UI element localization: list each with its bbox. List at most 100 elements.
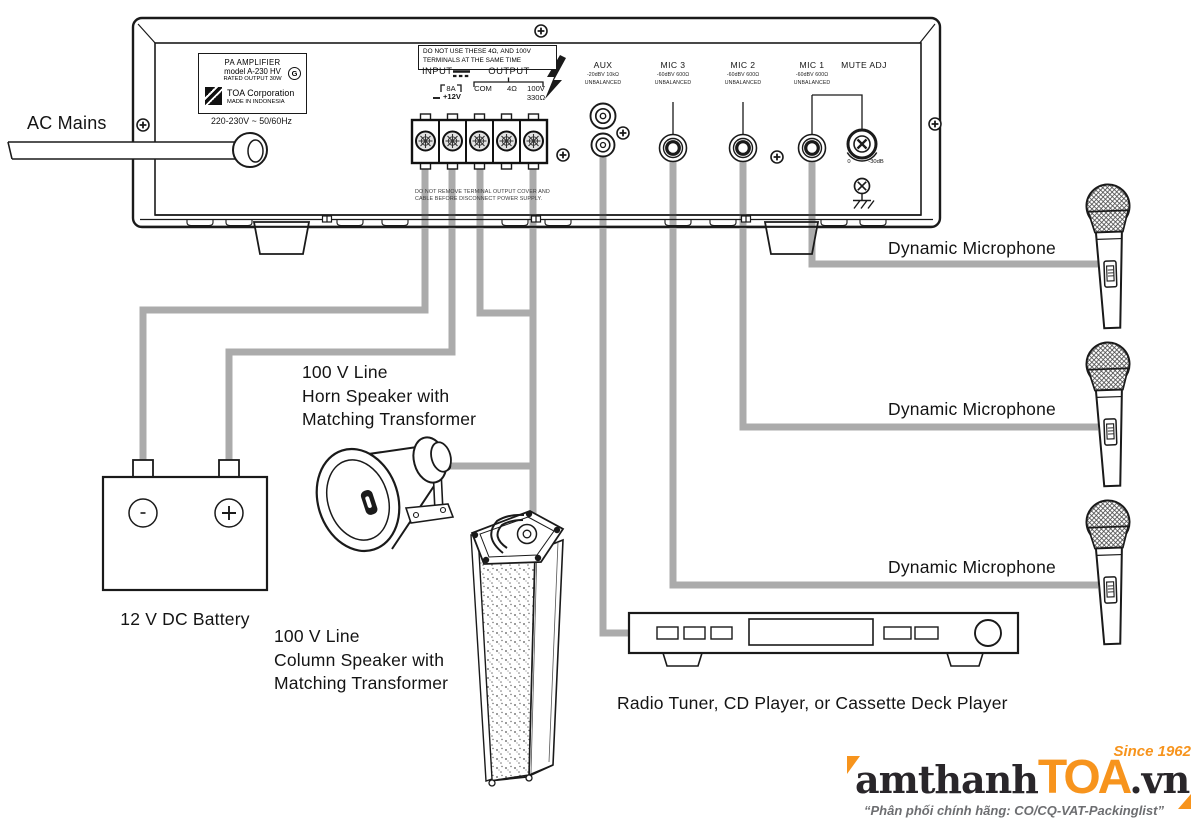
- mute-adj-label: MUTE ADJ: [841, 60, 887, 70]
- wire-mic3: [669, 158, 1098, 589]
- warning-line1: DO NOT USE THESE 4Ω, AND 100V: [423, 48, 531, 55]
- earth-icon: [853, 193, 875, 209]
- chassis-screw: [534, 24, 548, 38]
- battery-body: [101, 475, 269, 592]
- mic2-balance: UNBALANCED: [724, 79, 762, 86]
- column-speaker: [470, 510, 565, 787]
- battery-terminal-negative: [132, 459, 154, 478]
- output-label: OUTPUT: [488, 65, 530, 77]
- panel-screw: [556, 148, 570, 162]
- horn-label-line3: Matching Transformer: [302, 409, 477, 429]
- wire-mic2: [739, 158, 1098, 431]
- column-label-line3: Matching Transformer: [274, 673, 449, 693]
- panel-screw: [616, 126, 630, 140]
- source-button: [656, 626, 679, 640]
- mic1-mute-bracket: [812, 94, 863, 130]
- ac-mains-label: AC Mains: [27, 113, 107, 133]
- amp-nameplate: PA AMPLIFIER model A-230 HV RATED OUTPUT…: [198, 53, 307, 114]
- wire-mic1: [808, 158, 1098, 268]
- mic2-spec: -60dBV 600Ω: [726, 71, 760, 78]
- mic2-jack: [728, 133, 758, 163]
- aux-spec: -20dBV 10kΩ: [586, 71, 620, 78]
- com-label: COM: [474, 84, 492, 93]
- g-certification-mark: G: [288, 67, 301, 80]
- terminal-screw: [496, 130, 517, 152]
- terminal-screw: [415, 130, 436, 152]
- mute-max: -30dB: [868, 159, 884, 165]
- terminal-screw: [442, 130, 463, 152]
- mic1-panel-label: MIC 1: [799, 60, 825, 70]
- warning-box: DO NOT USE THESE 4Ω, AND 100V TERMINALS …: [418, 45, 557, 70]
- high-voltage-lightning-icon: [545, 55, 566, 99]
- source-button: [710, 626, 733, 640]
- source-knob: [974, 619, 1002, 647]
- mic1-balance: UNBALANCED: [793, 79, 831, 86]
- nameplate-model: model A-230 HV: [224, 67, 281, 76]
- mic1-spec: -60dBV 600Ω: [795, 71, 829, 78]
- horn-speaker: [315, 436, 455, 553]
- logo-prefix: amthanh: [855, 757, 1039, 802]
- source-button: [683, 626, 706, 640]
- column-label-line1: 100 V Line: [274, 626, 360, 646]
- fuse-label: 8A: [446, 83, 456, 93]
- logo-since: Since 1962: [1113, 743, 1191, 760]
- warning-line2: TERMINALS AT THE SAME TIME: [423, 57, 522, 64]
- input-label: INPUT: [422, 65, 453, 77]
- horn-label-line1: 100 V Line: [302, 362, 388, 382]
- mic2-label: Dynamic Microphone: [888, 399, 1056, 419]
- aux-balance: UNBALANCED: [584, 79, 622, 86]
- source-player: [627, 611, 1020, 667]
- chassis-screw: [136, 118, 150, 132]
- amp-bottom-trim: [140, 214, 933, 255]
- horn-label-line2: Horn Speaker with: [302, 385, 450, 406]
- logo-tagline: “Phân phối chính hãng: CO/CQ-VAT-Packing…: [864, 803, 1164, 818]
- output-bracket: [473, 77, 544, 87]
- aux-label: AUX: [593, 60, 613, 70]
- toa-logo-icon: [205, 87, 222, 105]
- panel-screw: [770, 150, 784, 164]
- mic3-panel-label: MIC 3: [660, 60, 686, 70]
- terminal-screw: [469, 130, 490, 152]
- nameplate-origin: MADE IN INDONESIA: [227, 98, 285, 105]
- mic3-spec: -60dBV 600Ω: [656, 71, 690, 78]
- ac-mains-cable: [7, 132, 268, 168]
- column-label-line2: Column Speaker with: [274, 649, 445, 670]
- mute-min: 0: [847, 159, 851, 165]
- panel-symbols: [433, 70, 863, 135]
- mic1-jack: [797, 133, 827, 163]
- terminal-note-line2: CABLE BEFORE DISCONNECT POWER SUPPLY.: [415, 196, 543, 202]
- horn-bracket-base: [404, 503, 455, 524]
- nameplate-title: PA AMPLIFIER: [224, 58, 281, 67]
- dynamic-microphone-1: [1084, 182, 1135, 330]
- wires: [139, 150, 1098, 637]
- battery: [101, 459, 269, 592]
- 100v-label: 100V: [527, 84, 545, 93]
- dynamic-microphone-3: [1084, 498, 1135, 646]
- dynamic-microphone-2: [1084, 340, 1135, 488]
- terminal-note-line1: DO NOT REMOVE TERMINAL OUTPUT COVER AND: [415, 188, 550, 195]
- logo-corner-triangle-icon: [1178, 794, 1191, 809]
- source-button: [883, 626, 912, 640]
- ground-terminal: [853, 177, 875, 209]
- chassis-screw: [928, 117, 942, 131]
- plus-icon: [222, 506, 236, 520]
- source-label: Radio Tuner, CD Player, or Cassette Deck…: [617, 693, 1008, 713]
- wire-battery-negative: [139, 160, 429, 462]
- mic1-label: Dynamic Microphone: [888, 238, 1056, 258]
- wire-aux-source: [599, 150, 635, 637]
- mic-jacks: [658, 133, 827, 163]
- source-button: [914, 626, 939, 640]
- mic3-jack: [658, 133, 688, 163]
- nameplate-brand: TOA Corporation: [227, 88, 295, 98]
- nameplate-rated: RATED OUTPUT 30W: [223, 75, 282, 82]
- 4ohm-label: 4Ω: [507, 84, 517, 93]
- aux-jacks: [589, 102, 617, 158]
- amp-foot-right: [765, 222, 818, 254]
- wire-output-com: [476, 160, 530, 317]
- logo-suffix: .vn: [1129, 757, 1190, 802]
- battery-terminal-positive: [218, 459, 240, 478]
- dc-rail-label: +12V: [443, 91, 461, 101]
- terminal-screw: [523, 130, 544, 152]
